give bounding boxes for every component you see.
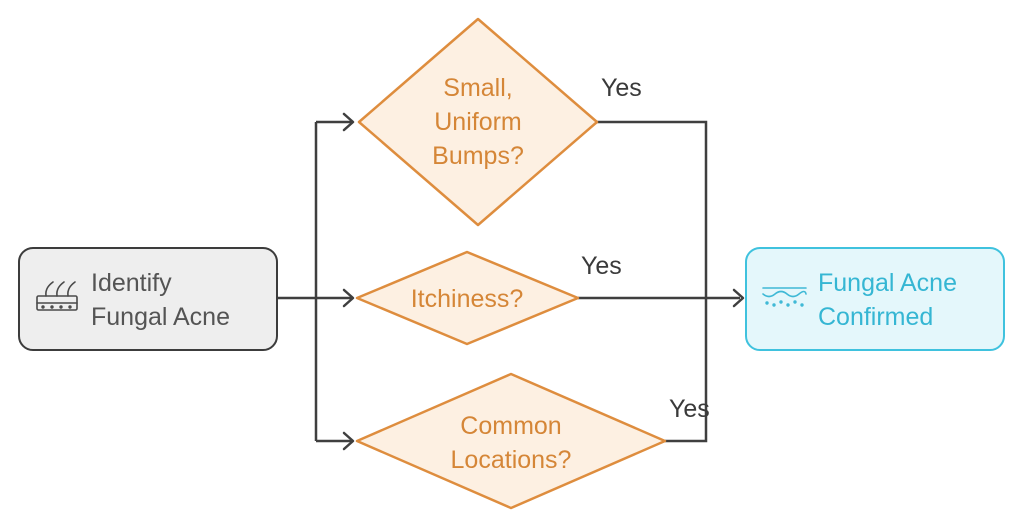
edge-labels: Yes Yes Yes (581, 74, 710, 423)
arrowhead-small-bumps (342, 112, 355, 132)
edge-yes-small-bumps (597, 120, 708, 298)
skin-pores-icon (36, 281, 78, 311)
decision-small-bumps-line2: Uniform (434, 108, 522, 136)
decision-locations-line2: Locations? (451, 446, 572, 474)
decision-locations[interactable]: Common Locations? (355, 372, 667, 510)
decision-small-bumps-line1: Small, (443, 74, 512, 102)
decision-small-bumps[interactable]: Small, Uniform Bumps? (357, 17, 599, 227)
start-node-label-line1: Identify (91, 269, 172, 297)
connectors (277, 120, 740, 443)
edge-label-yes-locations: Yes (669, 395, 710, 423)
decision-locations-line1: Common (460, 412, 561, 440)
start-node[interactable]: Identify Fungal Acne (18, 247, 278, 351)
end-node-label-line1: Fungal Acne (818, 269, 957, 297)
start-node-label-line2: Fungal Acne (91, 303, 230, 331)
arrowhead-itchiness (342, 288, 355, 308)
decision-small-bumps-line3: Bumps? (432, 142, 524, 170)
arrowhead-locations (342, 431, 355, 451)
end-node[interactable]: Fungal Acne Confirmed (745, 247, 1005, 351)
decision-locations-diamond (355, 372, 667, 510)
end-node-label-line2: Confirmed (818, 303, 933, 331)
decision-small-bumps-diamond (357, 17, 599, 227)
arrowhead-confirmed (732, 288, 745, 308)
decision-itchiness-line1: Itchiness? (411, 285, 524, 313)
decision-itchiness-diamond (355, 250, 580, 346)
edge-label-yes-itchiness: Yes (581, 252, 622, 280)
arrowheads (342, 112, 745, 451)
end-node-box (745, 247, 1005, 351)
edge-label-yes-small-bumps: Yes (601, 74, 642, 102)
start-node-box (18, 247, 278, 351)
edge-yes-locations (665, 298, 708, 443)
decision-itchiness[interactable]: Itchiness? (355, 250, 580, 346)
skin-layer-icon (762, 287, 807, 307)
